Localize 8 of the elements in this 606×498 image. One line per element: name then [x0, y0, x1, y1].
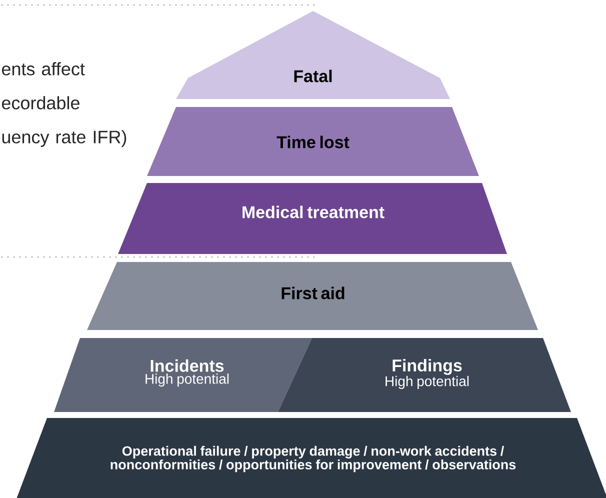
pyramid-tier: Time lost	[147, 107, 479, 176]
pyramid-segment: Incidents High potential	[54, 338, 312, 412]
description-text: ents affect ecordable uency rate IFR)	[2, 62, 126, 147]
pyramid-tier: Fatal	[176, 11, 450, 99]
pyramid-tier: First aid	[87, 262, 538, 330]
pyramid-tier: Medical treatment	[118, 183, 507, 254]
pyramid-segment: Findings High potential	[278, 338, 571, 412]
pyramid-base: Operational failure / property damage / non-work accidents / nonconformities / opportunities for improvement / observations	[16, 418, 606, 498]
